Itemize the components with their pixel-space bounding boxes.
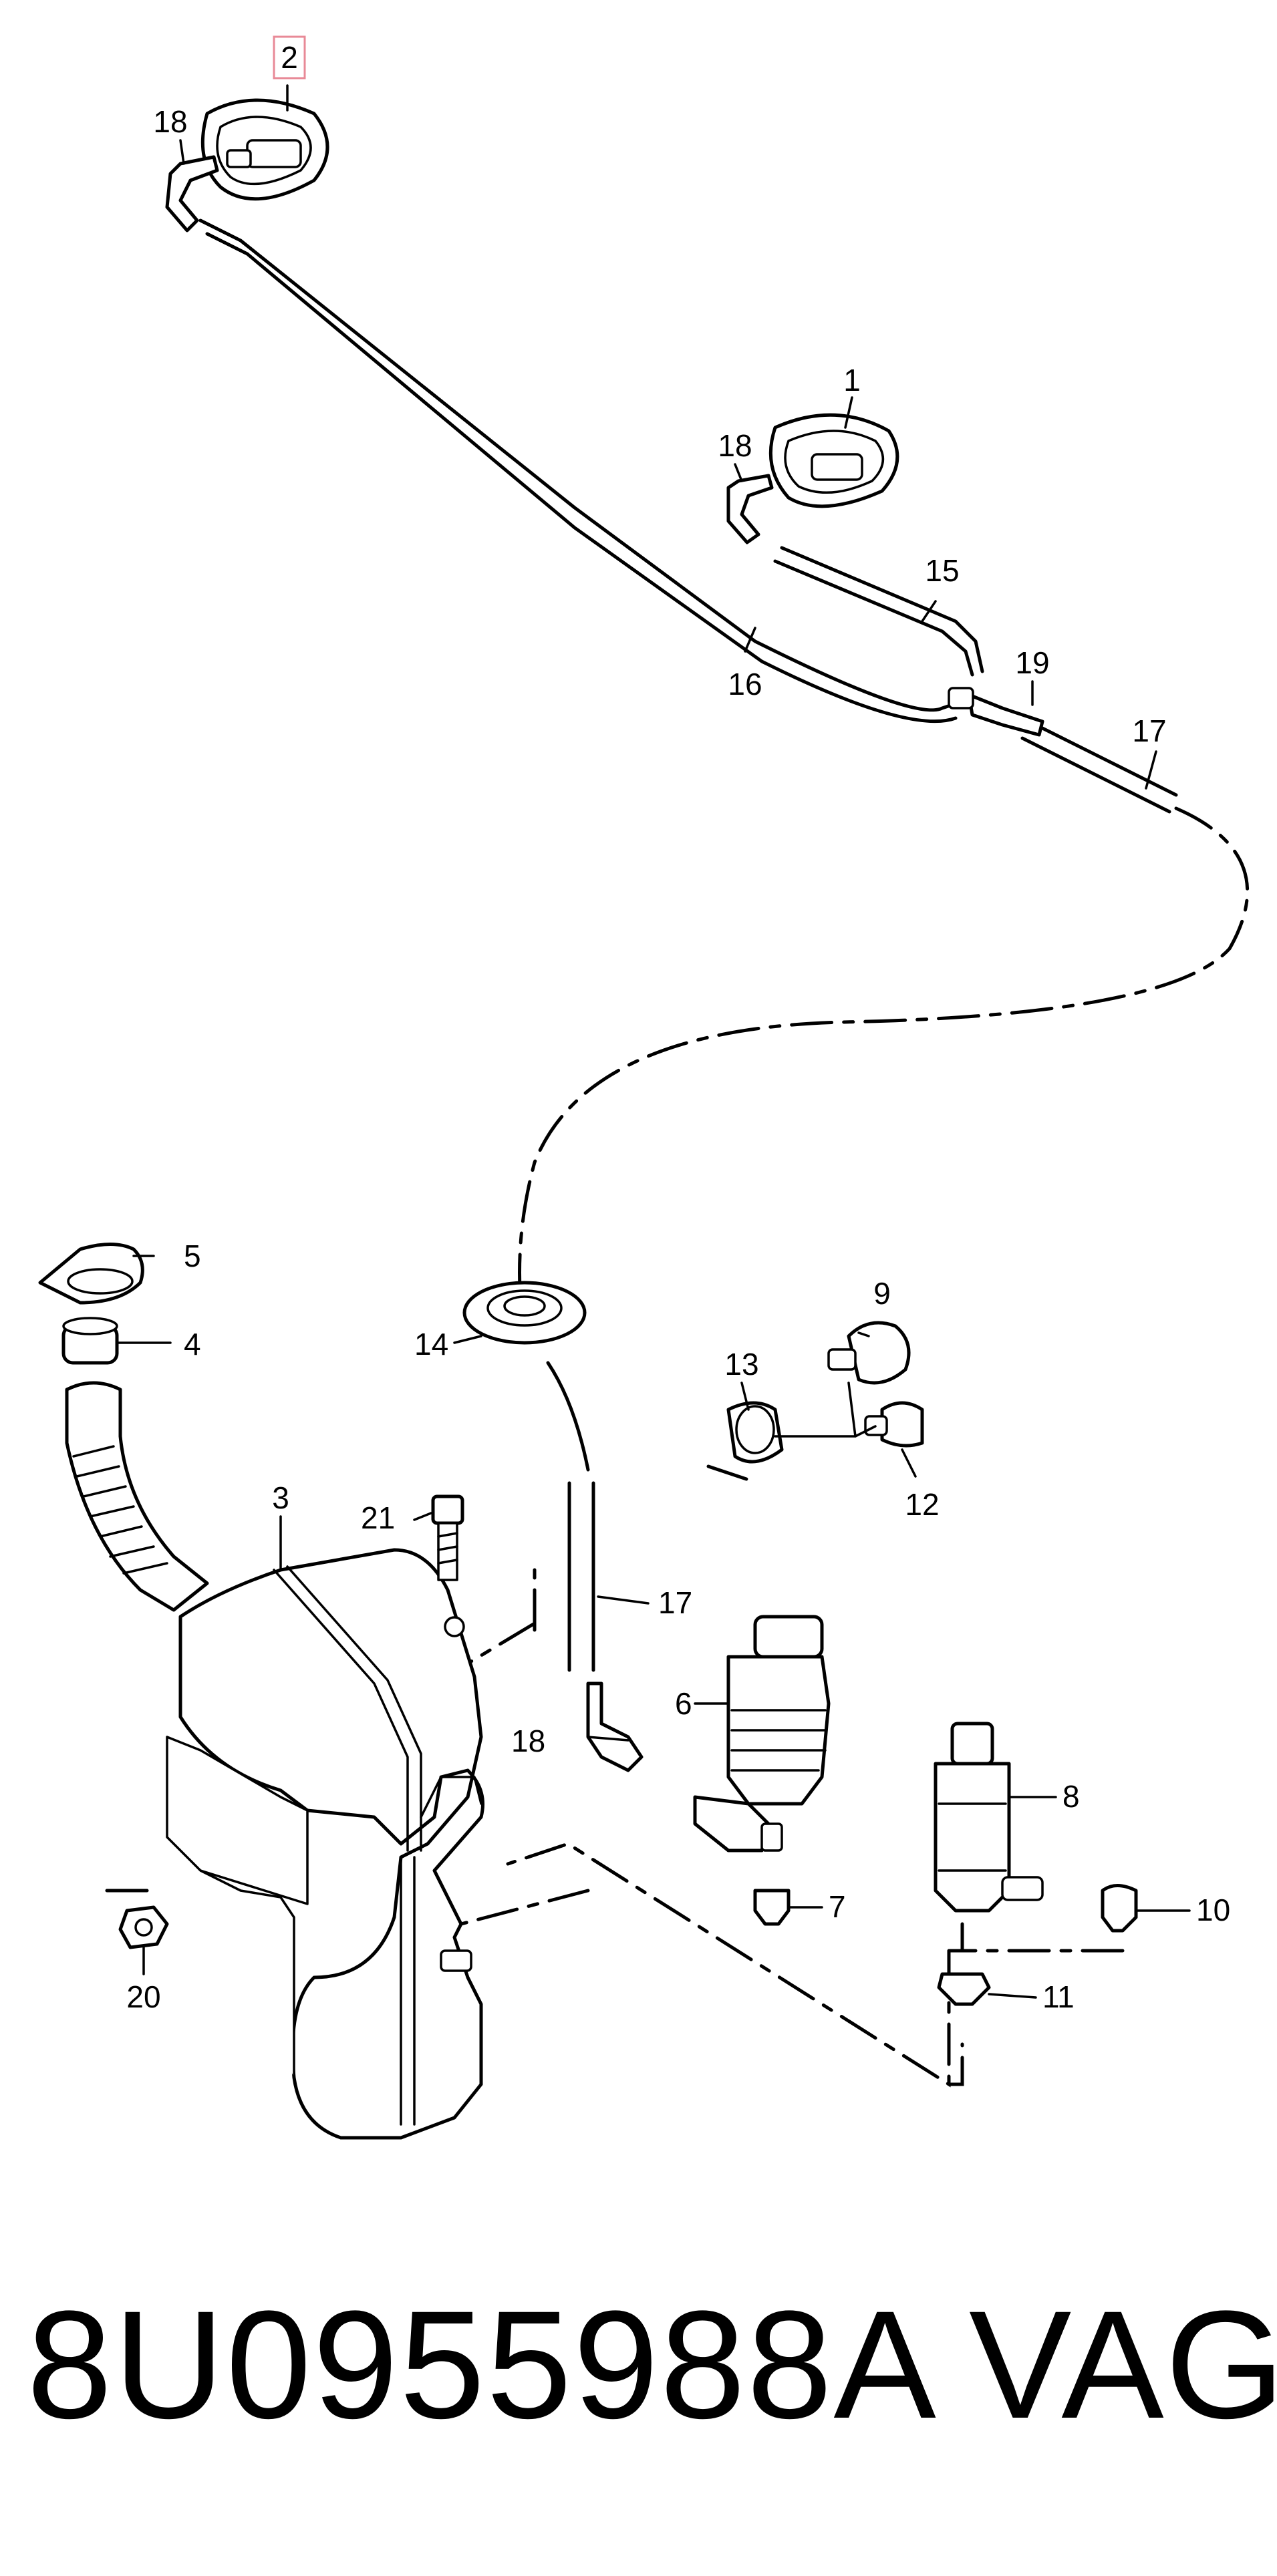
callout-labels: 2 18 1 18 15 19 16 17 5 9 4 14 13 3 21 1… [126, 35, 1230, 2014]
callout-3: 3 [272, 1480, 289, 1515]
callout-12: 12 [905, 1487, 939, 1522]
callout-9: 9 [873, 1276, 891, 1311]
callout-13: 13 [724, 1347, 758, 1382]
callout-6: 6 [675, 1686, 692, 1721]
callout-4: 4 [184, 1327, 201, 1361]
callout-18-top: 18 [153, 104, 187, 139]
connector-leaders [774, 1382, 877, 1438]
callout-8: 8 [1062, 1779, 1080, 1814]
part-20-nut [118, 1905, 169, 1949]
part-14-grommet [462, 1281, 587, 1345]
callout-7: 7 [829, 1889, 846, 1924]
part-2-washer-nozzle [200, 98, 329, 201]
part-4-strainer [61, 1317, 119, 1365]
callout-15: 15 [925, 553, 959, 588]
part-18-fitting-top [165, 155, 219, 232]
callout-5: 5 [184, 1239, 201, 1273]
callout-14: 14 [414, 1327, 448, 1361]
callout-16: 16 [728, 667, 762, 701]
callout-10: 10 [1196, 1893, 1230, 1927]
callout-21: 21 [361, 1500, 395, 1535]
brand-label: VAG [969, 2279, 1277, 2450]
part-19-y-connector [948, 687, 1044, 737]
part-18-fitting-right [726, 474, 774, 544]
highlight-box [273, 35, 306, 79]
hose-lines [105, 218, 1250, 2088]
part-5-filler-cap [38, 1243, 144, 1305]
part-9-connector [827, 1321, 911, 1385]
part-11-grommet [937, 1972, 991, 2006]
callout-11: 11 [1042, 1979, 1075, 2014]
part-6-pump [693, 1615, 831, 1853]
callout-17-top: 17 [1132, 713, 1166, 748]
filler-neck [65, 1381, 209, 1612]
part-13-grommet [726, 1401, 784, 1464]
callout-18-lower: 18 [511, 1724, 545, 1758]
part-number-label: 8U0955988A [27, 2279, 938, 2450]
callout-20: 20 [126, 1979, 160, 2014]
part-7-grommet [753, 1889, 791, 1926]
part-8-pump [934, 1722, 1044, 1913]
callout-19: 19 [1015, 645, 1049, 680]
callout-1: 1 [843, 363, 861, 397]
callout-2: 2 [281, 40, 298, 75]
part-12-connector [864, 1401, 924, 1448]
part-10-grommet [1101, 1884, 1138, 1933]
part-21-bolt [431, 1494, 464, 1581]
part-3-reservoir [166, 1548, 484, 2140]
part-18-fitting-lower [586, 1681, 644, 1772]
callout-17-lower: 17 [658, 1585, 692, 1620]
callout-leaders [116, 84, 1191, 1999]
callout-18-right: 18 [718, 428, 752, 463]
part-1-washer-nozzle [768, 413, 899, 508]
